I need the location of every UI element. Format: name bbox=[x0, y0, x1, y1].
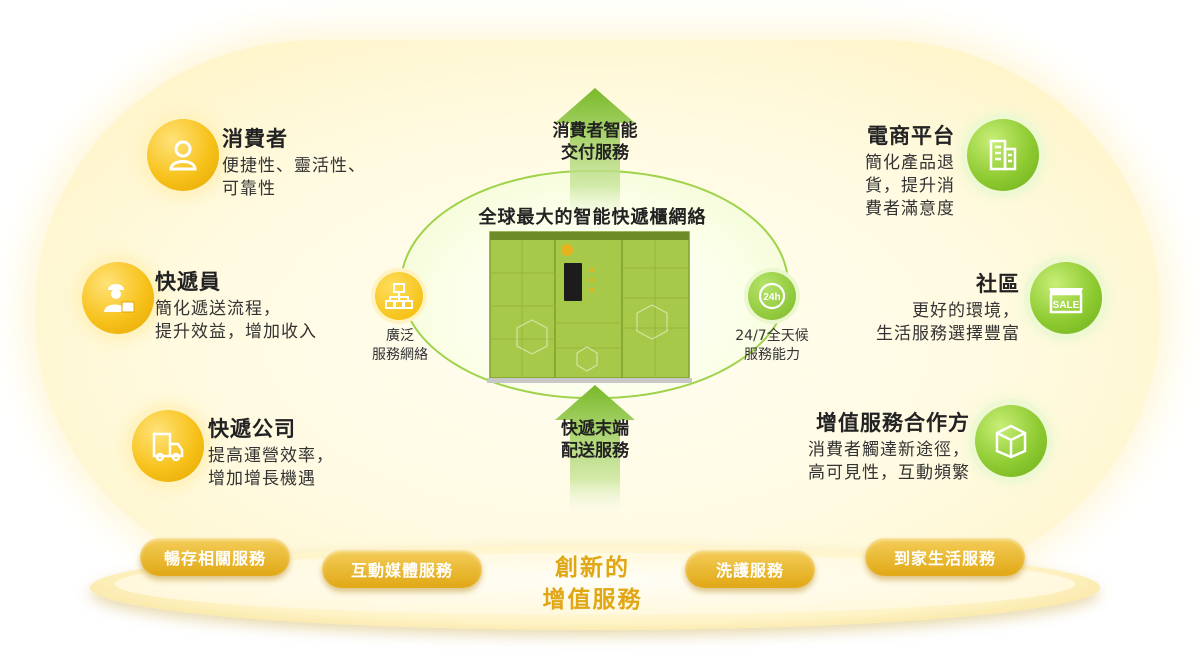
clock-24h-icon: 24h bbox=[748, 272, 796, 320]
package-box-icon bbox=[975, 405, 1047, 477]
partner-desc: 消費者觸達新途徑，高可見性，互動頻繁 bbox=[808, 440, 970, 483]
pill-media-services: 互動媒體服務 bbox=[322, 550, 482, 588]
courier-icon bbox=[82, 262, 154, 334]
community-title: 社區 bbox=[976, 272, 1020, 296]
up-arrow-top bbox=[555, 88, 635, 228]
network-title: 全球最大的智能快遞櫃網絡 bbox=[478, 207, 707, 228]
network-icon bbox=[375, 272, 423, 320]
ecommerce-desc: 簡化產品退貨，提升消費者滿意度 bbox=[865, 153, 955, 219]
ecommerce-title: 電商平台 bbox=[867, 124, 955, 148]
pill-home-services: 到家生活服務 bbox=[865, 538, 1025, 576]
smart-locker-image bbox=[487, 231, 692, 383]
svg-text:24h: 24h bbox=[763, 292, 780, 303]
left-network-label: 廣泛 服務網絡 bbox=[372, 328, 428, 363]
building-icon bbox=[967, 119, 1039, 191]
courier-title: 快遞員 bbox=[155, 270, 221, 294]
courier-company-desc: 提高運營效率，增加增長機遇 bbox=[208, 446, 334, 489]
user-icon bbox=[147, 119, 219, 191]
bottom-arrow-label: 快遞末端 配送服務 bbox=[561, 419, 629, 461]
consumer-desc: 便捷性、靈活性、可靠性 bbox=[222, 156, 366, 199]
shop-sale-icon: SALE bbox=[1030, 262, 1102, 334]
pill-laundry-services: 洗護服務 bbox=[685, 550, 815, 588]
pill-storage-services: 暢存相關服務 bbox=[140, 538, 290, 576]
courier-desc: 簡化遞送流程，提升效益，增加收入 bbox=[155, 299, 317, 342]
courier-company-title: 快遞公司 bbox=[208, 417, 296, 441]
svg-text:SALE: SALE bbox=[1053, 300, 1080, 311]
partner-title: 增值服務合作方 bbox=[816, 411, 970, 435]
delivery-truck-icon bbox=[132, 410, 204, 482]
base-title: 創新的 增值服務 bbox=[542, 555, 643, 613]
top-arrow-label: 消費者智能 交付服務 bbox=[552, 121, 638, 163]
up-arrow-bottom bbox=[555, 385, 635, 520]
community-desc: 更好的環境，生活服務選擇豐富 bbox=[876, 301, 1020, 344]
consumer-title: 消費者 bbox=[222, 127, 288, 151]
right-service-label: 24/7全天候 服務能力 bbox=[735, 328, 809, 363]
